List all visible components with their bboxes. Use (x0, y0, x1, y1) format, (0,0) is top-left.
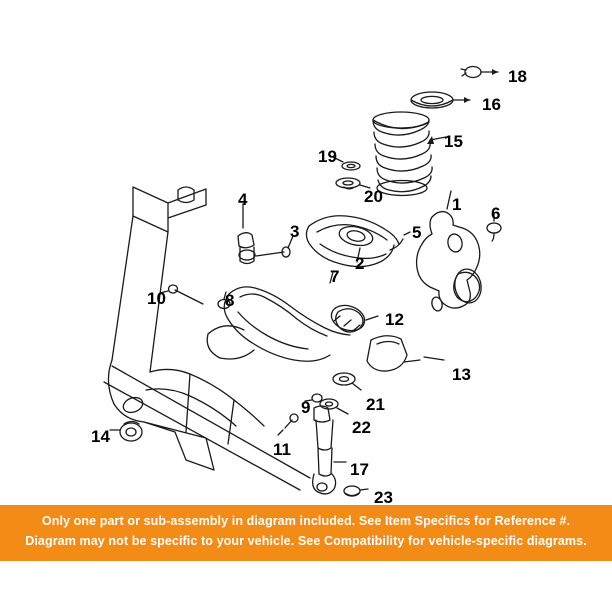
callout-8: 8 (225, 291, 235, 310)
callout-19: 19 (318, 147, 337, 166)
callout-6: 6 (491, 204, 501, 223)
callout-2: 2 (355, 254, 365, 273)
part-15-coil-spring (372, 111, 447, 197)
part-14-bushing (109, 420, 143, 442)
part-17-shock-absorber (312, 405, 347, 495)
callout-9: 9 (301, 398, 311, 417)
part-3-bolt (255, 235, 294, 258)
part-10-stud (159, 284, 204, 305)
part-4-bracket (237, 203, 256, 265)
callout-21: 21 (366, 395, 385, 414)
disclaimer-line-2: Diagram may not be specific to your vehi… (25, 534, 587, 548)
part-8-bolt (217, 291, 231, 310)
part-19-washer (332, 156, 361, 171)
part-13-bracket (366, 335, 445, 372)
callout-5: 5 (412, 223, 422, 242)
part-7-lower-control-arm (223, 271, 379, 362)
callout-20: 20 (364, 187, 383, 206)
callout-18: 18 (508, 67, 527, 86)
callout-10: 10 (147, 289, 166, 308)
part-22-bushing (319, 398, 349, 415)
disclaimer-line-1: Only one part or sub-assembly in diagram… (41, 514, 571, 528)
part-20-spring-seat (335, 177, 371, 190)
part-21-bushing (332, 372, 362, 391)
callout-16: 16 (482, 95, 501, 114)
disclaimer-banner: Only one part or sub-assembly in diagram… (0, 505, 612, 561)
part-2-upper-control-arm (305, 215, 411, 268)
callout-23: 23 (374, 488, 393, 507)
part-11-bolt (277, 413, 299, 436)
callout-7: 7 (330, 267, 340, 286)
part-18-bolt (460, 65, 499, 79)
callout-3: 3 (290, 222, 300, 241)
callout-12: 12 (385, 310, 404, 329)
callout-22: 22 (352, 418, 371, 437)
callout-13: 13 (452, 365, 471, 384)
frame-assembly (103, 186, 311, 491)
callout-1: 1 (452, 195, 462, 214)
part-23-nut (343, 485, 369, 497)
callout-17: 17 (350, 460, 369, 479)
part-6-bolt (486, 212, 502, 242)
part-9-bolt (304, 393, 323, 403)
part-16-isolator (410, 91, 471, 109)
part-1-steering-knuckle (415, 190, 482, 312)
callout-4: 4 (238, 190, 248, 209)
callout-11: 11 (273, 440, 291, 459)
callout-15: 15 (444, 132, 463, 151)
callout-14: 14 (91, 427, 110, 446)
